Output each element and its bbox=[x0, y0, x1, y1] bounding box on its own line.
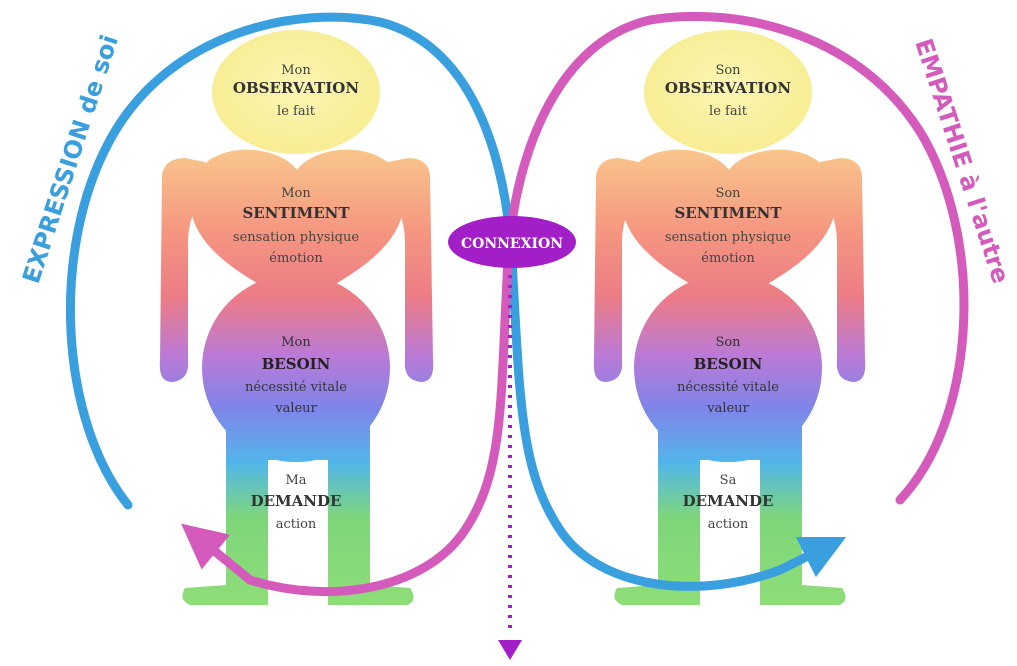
left-figure-head bbox=[212, 30, 380, 154]
left-sentiment-line1: sensation physique bbox=[233, 230, 359, 245]
right-observation-pronoun: Son bbox=[715, 63, 741, 78]
right-demande-subtitle: action bbox=[708, 517, 749, 532]
left-observation-title: OBSERVATION bbox=[233, 79, 359, 97]
left-demande-title: DEMANDE bbox=[251, 492, 342, 510]
expression-loop-blue bbox=[65, 12, 847, 591]
left-sentiment-title: SENTIMENT bbox=[242, 204, 350, 222]
left-figure-left-arm bbox=[159, 158, 208, 382]
right-figure-head bbox=[644, 30, 812, 154]
left-figure-legs bbox=[182, 420, 414, 605]
right-figure-heart bbox=[622, 149, 836, 305]
right-figure-left-arm bbox=[593, 158, 642, 382]
left-observation-pronoun: Mon bbox=[281, 63, 311, 78]
left-figure-heart bbox=[190, 149, 404, 305]
left-besoin-title: BESOIN bbox=[262, 355, 331, 373]
left-sentiment-pronoun: Mon bbox=[281, 186, 311, 201]
right-besoin-line2: valeur bbox=[706, 401, 749, 416]
left-sentiment-line2: émotion bbox=[269, 251, 323, 266]
right-observation-subtitle: le fait bbox=[709, 104, 748, 119]
left-besoin-line1: nécessité vitale bbox=[245, 380, 347, 395]
right-sentiment-line2: émotion bbox=[701, 251, 755, 266]
connexion-label: CONNEXION bbox=[461, 236, 563, 252]
right-besoin-line1: nécessité vitale bbox=[677, 380, 779, 395]
left-demande-pronoun: Ma bbox=[285, 473, 306, 488]
right-figure-right-arm bbox=[817, 158, 866, 382]
right-demande-title: DEMANDE bbox=[683, 492, 774, 510]
right-observation-title: OBSERVATION bbox=[665, 79, 791, 97]
right-demande-pronoun: Sa bbox=[720, 473, 737, 488]
right-besoin-title: BESOIN bbox=[694, 355, 763, 373]
left-figure-right-arm bbox=[385, 158, 434, 382]
left-observation-subtitle: le fait bbox=[277, 104, 316, 119]
right-figure: Son OBSERVATION le fait Son SENTIMENT se… bbox=[593, 30, 866, 605]
right-sentiment-pronoun: Son bbox=[715, 186, 741, 201]
left-demande-subtitle: action bbox=[276, 517, 317, 532]
left-besoin-pronoun: Mon bbox=[281, 335, 311, 350]
left-figure: Mon OBSERVATION le fait Mon SENTIMENT se… bbox=[159, 30, 434, 605]
right-figure-legs bbox=[614, 420, 846, 605]
right-figure-besoin-circle bbox=[634, 274, 822, 462]
right-sentiment-line1: sensation physique bbox=[665, 230, 791, 245]
empathie-loop-pink bbox=[181, 11, 969, 597]
right-besoin-pronoun: Son bbox=[715, 335, 741, 350]
connexion-badge bbox=[448, 216, 576, 268]
right-sentiment-title: SENTIMENT bbox=[674, 204, 782, 222]
left-besoin-line2: valeur bbox=[274, 401, 317, 416]
connexion-down-arrow-icon bbox=[498, 640, 522, 660]
left-figure-besoin-circle bbox=[202, 274, 390, 462]
